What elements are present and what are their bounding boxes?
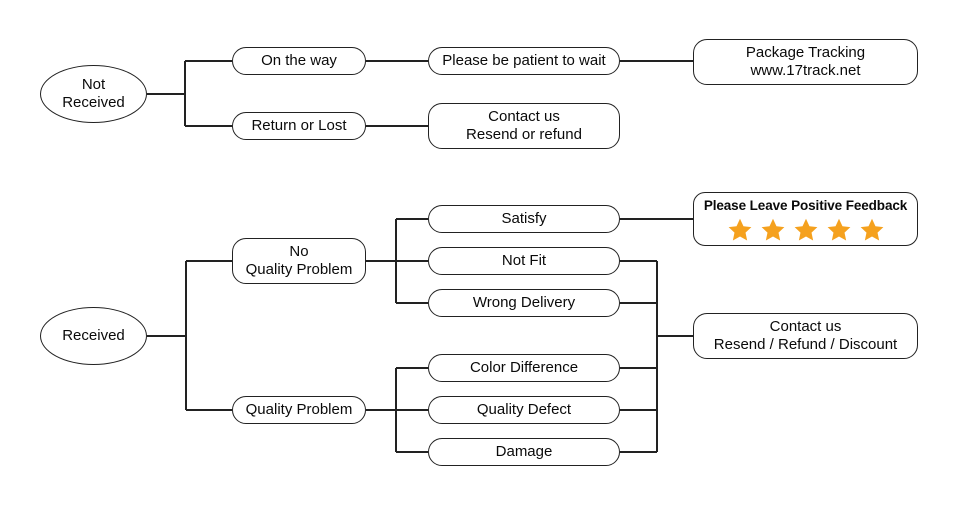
node-package-tracking-line1: Package Tracking bbox=[745, 44, 866, 61]
node-on-the-way[interactable]: On the way bbox=[232, 47, 366, 75]
node-contact-resend-or-refund-line2: Resend or refund bbox=[466, 126, 582, 143]
node-positive-feedback[interactable]: Please Leave Positive Feedback bbox=[693, 192, 918, 246]
node-satisfy-label: Satisfy bbox=[501, 210, 547, 227]
node-return-or-lost[interactable]: Return or Lost bbox=[232, 112, 366, 140]
node-not-fit[interactable]: Not Fit bbox=[428, 247, 620, 275]
node-not-received-line2: Received bbox=[62, 94, 125, 111]
node-color-difference[interactable]: Color Difference bbox=[428, 354, 620, 382]
node-on-the-way-label: On the way bbox=[261, 52, 337, 69]
node-satisfy[interactable]: Satisfy bbox=[428, 205, 620, 233]
feedback-title: Please Leave Positive Feedback bbox=[703, 198, 908, 213]
node-contact-discount-line1: Contact us bbox=[769, 318, 842, 335]
node-no-quality-problem-line2: Quality Problem bbox=[245, 261, 353, 278]
node-contact-resend-refund-discount[interactable]: Contact us Resend / Refund / Discount bbox=[693, 313, 918, 359]
node-not-fit-label: Not Fit bbox=[501, 252, 547, 269]
node-please-be-patient[interactable]: Please be patient to wait bbox=[428, 47, 620, 75]
node-contact-resend-or-refund-line1: Contact us bbox=[488, 108, 560, 125]
node-received[interactable]: Received bbox=[40, 307, 147, 365]
node-received-label: Received bbox=[62, 327, 125, 344]
star-icon[interactable] bbox=[727, 217, 753, 243]
node-wrong-delivery-label: Wrong Delivery bbox=[472, 294, 576, 311]
star-icon[interactable] bbox=[793, 217, 819, 243]
node-not-received-line1: Not bbox=[81, 76, 106, 93]
node-package-tracking[interactable]: Package Tracking www.17track.net bbox=[693, 39, 918, 85]
node-package-tracking-url: www.17track.net bbox=[750, 62, 861, 79]
node-contact-discount-line2: Resend / Refund / Discount bbox=[713, 336, 898, 353]
node-please-be-patient-label: Please be patient to wait bbox=[442, 52, 606, 69]
node-wrong-delivery[interactable]: Wrong Delivery bbox=[428, 289, 620, 317]
node-no-quality-problem-line1: No bbox=[289, 243, 309, 260]
node-quality-defect[interactable]: Quality Defect bbox=[428, 396, 620, 424]
node-damage-label: Damage bbox=[495, 443, 553, 460]
star-icon[interactable] bbox=[859, 217, 885, 243]
star-icon[interactable] bbox=[760, 217, 786, 243]
node-contact-resend-or-refund[interactable]: Contact us Resend or refund bbox=[428, 103, 620, 149]
node-return-or-lost-label: Return or Lost bbox=[251, 117, 347, 134]
star-rating[interactable] bbox=[727, 217, 885, 243]
node-color-difference-label: Color Difference bbox=[469, 359, 579, 376]
node-quality-problem[interactable]: Quality Problem bbox=[232, 396, 366, 424]
node-quality-problem-label: Quality Problem bbox=[245, 401, 353, 418]
node-no-quality-problem[interactable]: No Quality Problem bbox=[232, 238, 366, 284]
node-not-received[interactable]: Not Received bbox=[40, 65, 147, 123]
node-damage[interactable]: Damage bbox=[428, 438, 620, 466]
star-icon[interactable] bbox=[826, 217, 852, 243]
node-quality-defect-label: Quality Defect bbox=[476, 401, 572, 418]
